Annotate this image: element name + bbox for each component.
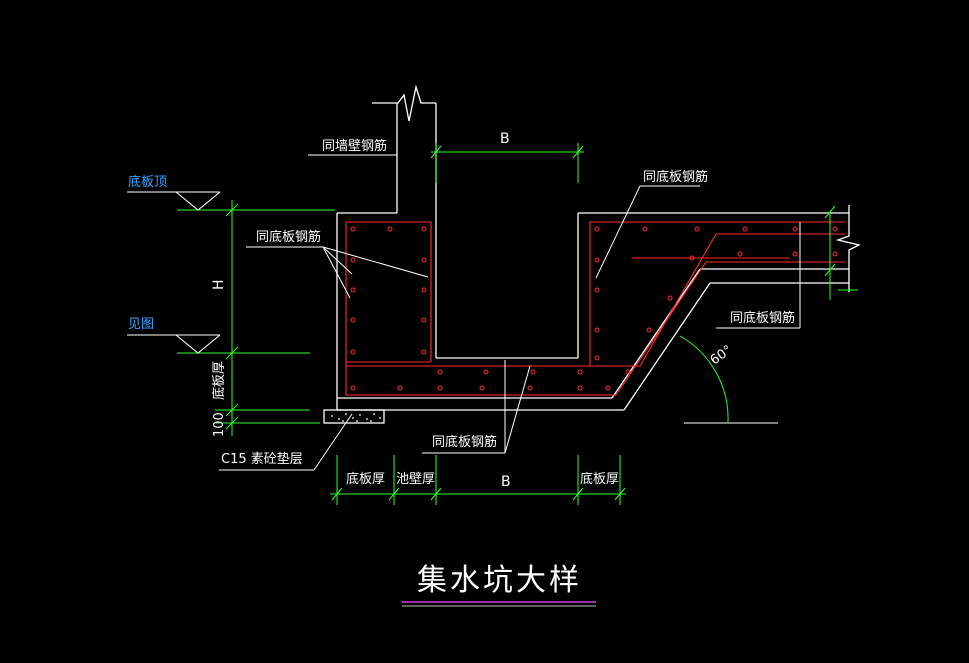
label-angle: 60° xyxy=(708,343,735,369)
inner-slope xyxy=(611,268,701,399)
rebar-right-wall xyxy=(589,221,845,366)
label-slab-rebar-left: 同底板钢筋 xyxy=(256,229,321,245)
label-slab-thick-vertical: 底板厚 xyxy=(211,361,227,400)
label-dim-slab-thick-1: 底板厚 xyxy=(346,471,385,487)
c15-blinding-layer xyxy=(323,409,385,424)
label-dim-b-bottom: B xyxy=(501,474,511,490)
label-wall-rebar: 同墙壁钢筋 xyxy=(322,138,387,154)
concrete-outline xyxy=(323,84,861,424)
slab-break-line xyxy=(835,205,861,292)
label-dim-100: 100 xyxy=(212,412,227,437)
rebar-slope-inner xyxy=(639,233,717,367)
wall-break-line xyxy=(372,84,436,122)
label-slab-rebar-bottom: 同底板钢筋 xyxy=(432,434,497,450)
leader-lines xyxy=(219,154,801,471)
rebar-dots xyxy=(350,226,838,391)
rebar-lines xyxy=(345,221,845,396)
label-see-drawing: 见图 xyxy=(128,317,154,332)
drawing-title: 集水坑大样 xyxy=(417,563,582,598)
label-dim-wall-thick: 池壁厚 xyxy=(396,472,435,487)
label-dim-slab-thick-2: 底板厚 xyxy=(580,471,619,487)
label-dim-h: H xyxy=(211,279,227,290)
rebar-left-wall-outer xyxy=(345,221,432,395)
label-slab-rebar-top-right: 同底板钢筋 xyxy=(643,169,708,185)
label-c15-layer: C15 素砼垫层 xyxy=(221,451,303,467)
label-slab-top-elev: 底板顶 xyxy=(128,174,167,190)
dimension-lines xyxy=(177,143,858,505)
label-dim-b-top: B xyxy=(500,131,510,147)
blinding-hatch xyxy=(331,413,381,422)
outer-slope xyxy=(623,282,711,411)
elevation-markers xyxy=(127,191,221,354)
angle-arc xyxy=(679,335,729,423)
label-slab-rebar-right: 同底板钢筋 xyxy=(730,310,795,326)
